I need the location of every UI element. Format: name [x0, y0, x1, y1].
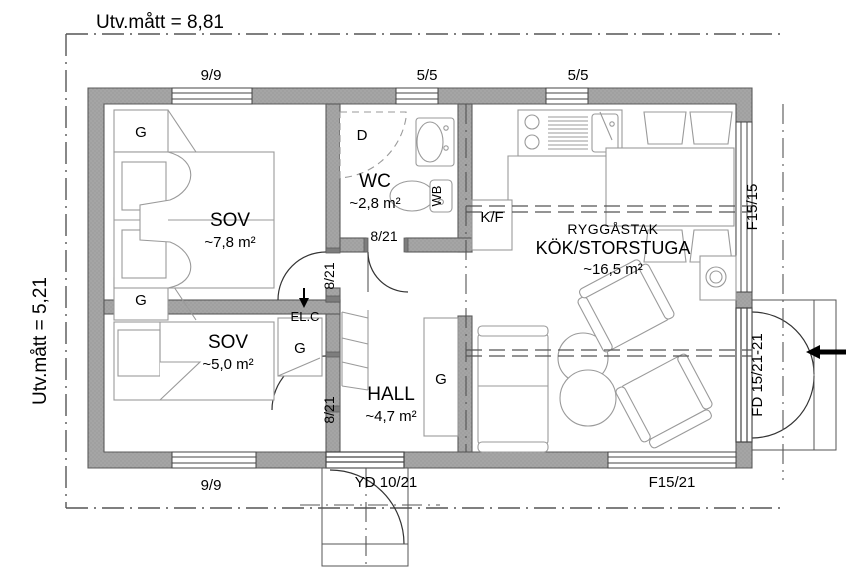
coffee-table-2	[559, 369, 617, 427]
wc-wall-stub-left	[339, 237, 367, 253]
furniture-wc	[339, 111, 455, 213]
fixture-label-shower: D	[357, 127, 368, 144]
room-area-kok: ~16,5 m²	[583, 261, 643, 278]
furniture-living	[477, 255, 737, 453]
room-area-sov-lower: ~5,0 m²	[202, 356, 253, 373]
opening-label-win-top-left: 9/9	[201, 67, 222, 84]
opening-label-door-sov-upper: 8/21	[321, 262, 337, 289]
wc-wall-stub-right	[405, 237, 473, 253]
fixture-label-g2: G	[135, 292, 147, 309]
window-bottom-left	[171, 451, 257, 469]
partition-wc-kitchen	[457, 103, 473, 253]
room-area-hall: ~4,7 m²	[365, 408, 416, 425]
room-area-wc: ~2,8 m²	[349, 195, 400, 212]
room-label-sov-upper: SOV	[210, 210, 250, 231]
partition-hall-kitchen-lower	[457, 315, 473, 453]
window-top-right	[545, 87, 589, 105]
partition-sov-hall	[325, 299, 341, 453]
opening-label-win-bottom-right: F15/21	[649, 474, 696, 491]
armchair-2	[615, 353, 713, 449]
entry-arrow-icon	[806, 345, 846, 359]
pillow-3	[117, 329, 161, 377]
wash-basin	[415, 117, 455, 167]
fixture-label-wb: WB	[429, 186, 444, 207]
opening-label-door-wc: 8/21	[370, 228, 397, 244]
dimension-top-label: Utv.mått = 8,81	[96, 12, 224, 33]
furniture-sov-upper	[113, 109, 275, 321]
dining-chairs	[643, 111, 733, 263]
elc-panel	[299, 288, 309, 308]
shower-d	[339, 111, 407, 179]
opening-label-door-entry: YD 10/21	[355, 474, 418, 491]
furniture-sov-lower	[113, 317, 323, 401]
opening-label-win-top-mid: 5/5	[417, 67, 438, 84]
window-top-mid	[395, 87, 439, 105]
opening-label-win-right-upper: F15/15	[744, 184, 761, 231]
section-lines	[300, 104, 784, 566]
fixture-label-kf: K/F	[480, 209, 503, 226]
wardrobe-g1	[113, 109, 169, 153]
door-wc	[363, 237, 409, 293]
window-right-upper	[735, 121, 753, 293]
room-subtitle-kok: RYGGÅSTAK	[567, 221, 658, 237]
toilet-tank	[429, 179, 453, 213]
windows	[171, 87, 753, 469]
room-label-hall: HALL	[367, 384, 415, 405]
fixture-label-g4: G	[435, 371, 447, 388]
room-label-wc: WC	[359, 171, 391, 192]
fixture-label-elc: EL.C	[291, 309, 320, 324]
kitchen-sink	[591, 113, 619, 153]
door-sov-upper	[277, 247, 341, 303]
room-label-sov-lower: SOV	[208, 332, 248, 353]
fixture-label-g1: G	[135, 124, 147, 141]
opening-label-door-right: FD 15/21-21	[749, 333, 766, 416]
hall-rack	[341, 310, 369, 391]
fixture-label-g3: G	[294, 340, 306, 357]
dimension-left-label: Utv.mått = 5,21	[30, 277, 51, 405]
opening-label-win-bottom-left: 9/9	[201, 477, 222, 494]
door-entry	[321, 451, 409, 567]
furniture-kitchen	[471, 109, 735, 263]
dimension-frame	[65, 33, 780, 509]
wood-stove	[699, 255, 737, 301]
furniture-hall	[423, 317, 459, 437]
partition-sov-wc	[325, 103, 341, 253]
window-top-left	[171, 87, 253, 105]
fridge-freezer	[471, 199, 513, 251]
dining-table	[605, 147, 735, 227]
doors	[271, 237, 837, 567]
room-label-kok: KÖK/STORSTUGA	[536, 238, 691, 258]
wardrobe-g4	[423, 317, 459, 437]
armchair-1	[577, 259, 675, 353]
window-bottom-right	[607, 451, 737, 469]
room-area-sov-upper: ~7,8 m²	[204, 234, 255, 251]
opening-label-door-sov-lower: 8/21	[321, 396, 337, 423]
opening-label-win-top-right: 5/5	[568, 67, 589, 84]
